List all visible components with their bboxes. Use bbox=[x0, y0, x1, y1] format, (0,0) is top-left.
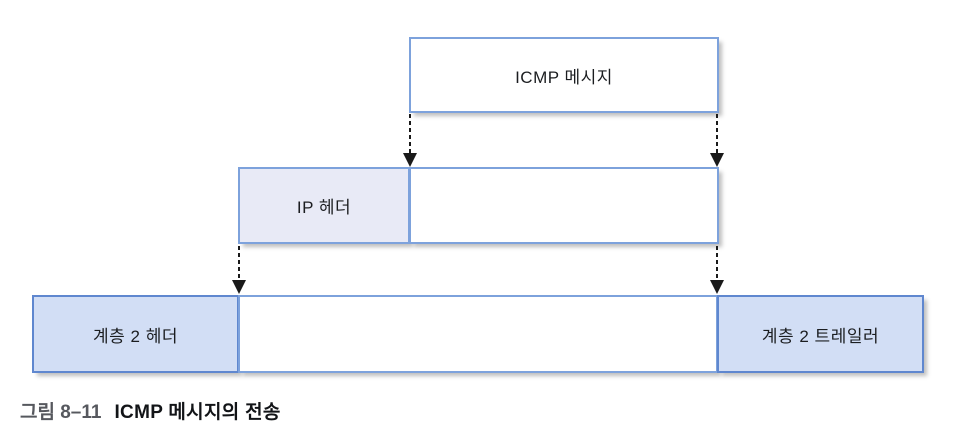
icmp-message-label: ICMP 메시지 bbox=[515, 67, 613, 87]
dashed-down-arrow-icon bbox=[710, 246, 724, 294]
figure-caption: 그림 8–11 ICMP 메시지의 전송 bbox=[20, 397, 281, 424]
dashed-down-arrow-icon bbox=[403, 114, 417, 167]
figure-number: 그림 8–11 bbox=[20, 402, 102, 423]
ip-header-box: IP 헤더 bbox=[238, 167, 410, 244]
layer2-trailer-label: 계층 2 트레일러 bbox=[761, 326, 880, 346]
layer2-trailer-box: 계층 2 트레일러 bbox=[717, 295, 924, 373]
icmp-message-box: ICMP 메시지 bbox=[409, 37, 719, 113]
arrow-head bbox=[710, 153, 724, 167]
arrow-line bbox=[716, 246, 718, 280]
arrow-head bbox=[232, 280, 246, 294]
ip-payload-box bbox=[409, 167, 719, 244]
figure-title: ICMP 메시지의 전송 bbox=[114, 402, 281, 423]
dashed-down-arrow-icon bbox=[232, 246, 246, 294]
layer2-header-box: 계층 2 헤더 bbox=[32, 295, 239, 373]
arrow-line bbox=[716, 114, 718, 153]
ip-header-label: IP 헤더 bbox=[296, 198, 352, 217]
arrow-line bbox=[238, 246, 240, 280]
arrow-head bbox=[403, 153, 417, 167]
dashed-down-arrow-icon bbox=[710, 114, 724, 167]
arrow-head bbox=[710, 280, 724, 294]
layer2-header-label: 계층 2 헤더 bbox=[93, 326, 178, 346]
layer2-payload-box bbox=[238, 295, 718, 373]
arrow-line bbox=[409, 114, 411, 153]
